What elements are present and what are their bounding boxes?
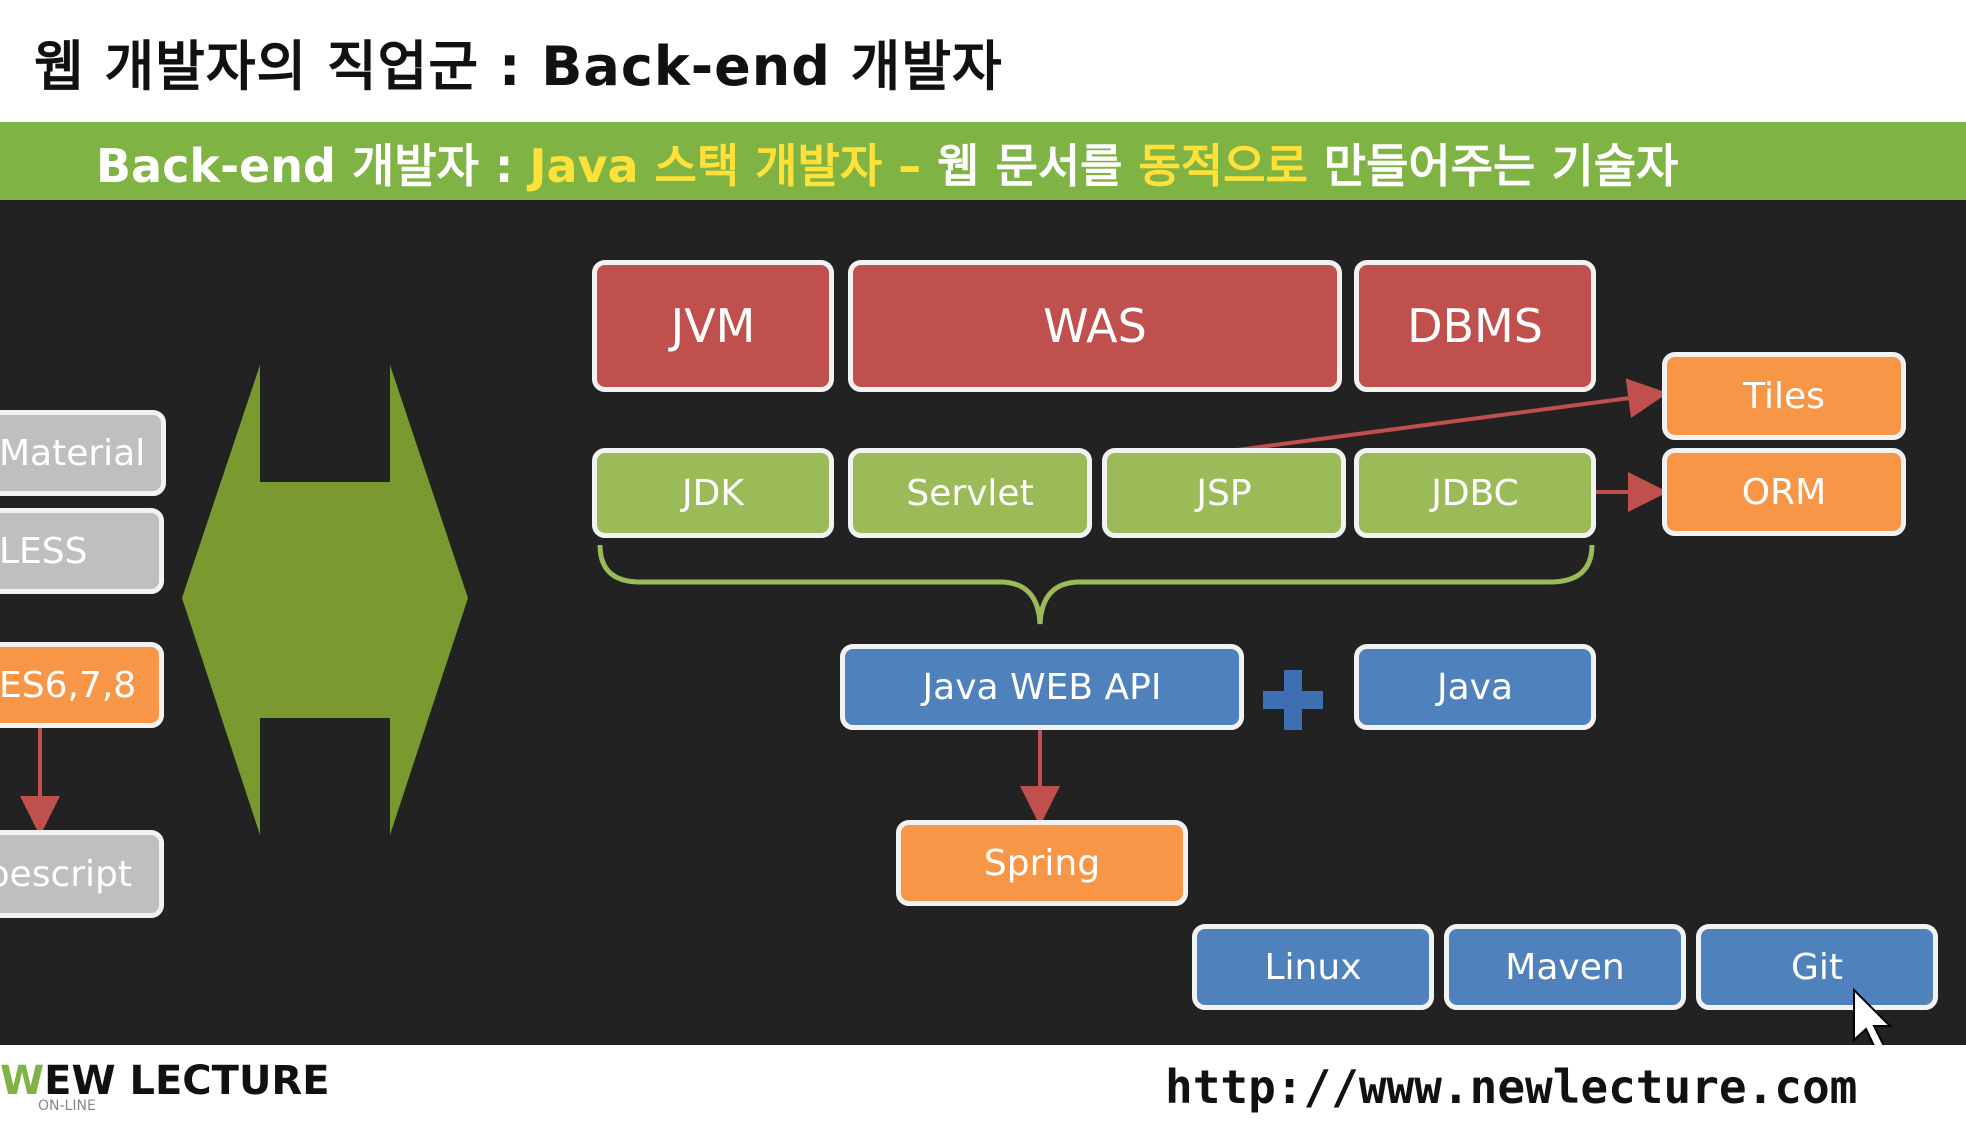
less-box: LESS [0, 508, 164, 594]
git-box: Git [1696, 924, 1938, 1010]
banner-part-2: Java 스택 개발자 – [529, 139, 938, 193]
dbms-label: DBMS [1407, 299, 1543, 353]
servlet-box: Servlet [848, 448, 1092, 538]
banner-part-1: Back-end 개발자 : [96, 139, 530, 193]
java-web-api-label: Java WEB API [922, 666, 1162, 708]
java-label: Java [1436, 666, 1514, 708]
was-box: WAS [848, 260, 1342, 392]
typescript-box: Typescript [0, 830, 164, 918]
es-box: ES6,7,8 [0, 642, 164, 728]
jsp-label: JSP [1196, 472, 1252, 514]
typescript-label: Typescript [0, 853, 133, 895]
material-box: Material [0, 410, 166, 496]
jsp-to-tiles-arrow [1221, 378, 1668, 454]
less-label: LESS [0, 530, 88, 572]
jdk-box: JDK [592, 448, 834, 538]
logo-w-mark: W [0, 1058, 45, 1104]
es-label: ES6,7,8 [0, 664, 137, 706]
spring-label: Spring [983, 842, 1101, 884]
java-box: Java [1354, 644, 1596, 730]
banner-part-4: 동적으로 [1138, 139, 1308, 193]
tiles-box: Tiles [1662, 352, 1906, 440]
grouping-brace [597, 544, 1595, 625]
logo-subtext: ON-LINE [38, 1098, 96, 1114]
mouse-cursor-icon [1853, 987, 1893, 1052]
orm-label: ORM [1741, 471, 1827, 513]
material-label: Material [0, 432, 146, 474]
maven-label: Maven [1505, 946, 1625, 988]
plus-icon [1263, 670, 1323, 730]
orm-box: ORM [1662, 448, 1906, 536]
servlet-label: Servlet [906, 472, 1034, 514]
brand-logo: WEW LECTURE [0, 1058, 330, 1104]
page-title: 웹 개발자의 직업군 : Back-end 개발자 [34, 35, 1003, 98]
tiles-label: Tiles [1743, 375, 1825, 417]
subtitle-banner: Back-end 개발자 : Java 스택 개발자 – 웹 문서를 동적으로 … [0, 122, 1966, 200]
banner-part-3: 웹 문서를 [937, 139, 1139, 193]
jvm-label: JVM [670, 299, 756, 353]
was-label: WAS [1043, 299, 1147, 353]
jdbc-label: JDBC [1431, 472, 1519, 514]
jdk-label: JDK [682, 472, 744, 514]
footer-url: http://www.newlecture.com [1165, 1060, 1858, 1114]
spring-box: Spring [896, 820, 1188, 906]
dbms-box: DBMS [1354, 260, 1596, 392]
maven-box: Maven [1444, 924, 1686, 1010]
linux-box: Linux [1192, 924, 1434, 1010]
double-arrow-shape [182, 365, 468, 835]
jsp-box: JSP [1102, 448, 1346, 538]
java-web-api-box: Java WEB API [840, 644, 1244, 730]
linux-label: Linux [1264, 946, 1362, 988]
banner-part-5: 만들어주는 기술자 [1307, 139, 1679, 193]
footer-bar [0, 1045, 1966, 1125]
logo-text: EW LECTURE [44, 1058, 330, 1104]
jvm-box: JVM [592, 260, 834, 392]
jdbc-box: JDBC [1354, 448, 1596, 538]
git-label: Git [1790, 946, 1843, 988]
banner-text: Back-end 개발자 : Java 스택 개발자 – 웹 문서를 동적으로 … [96, 130, 1678, 196]
